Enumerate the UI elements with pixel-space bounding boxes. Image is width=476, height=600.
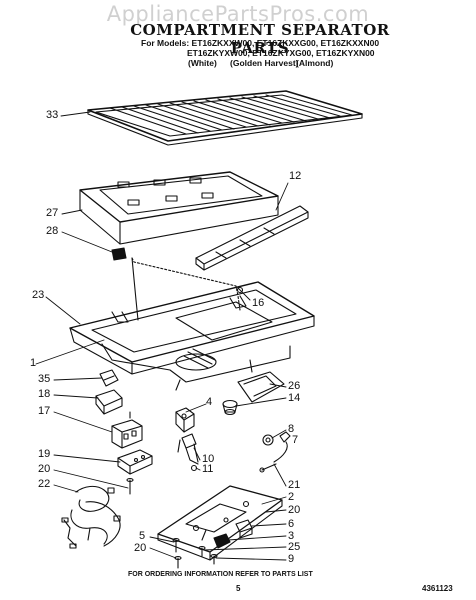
color-almond: (Almond) [296, 58, 334, 68]
part-28-clip [112, 248, 126, 260]
callout-3: 3 [288, 530, 295, 542]
callout-21: 21 [288, 479, 301, 491]
page-number: 5 [236, 584, 241, 593]
watermark: AppliancePartsPros.com [106, 2, 370, 26]
callout-2: 2 [288, 491, 295, 503]
lower-base-plate [158, 486, 282, 560]
callout-9: 9 [288, 553, 295, 565]
part-5-20-screws [173, 539, 181, 569]
part-20-screw-a [127, 479, 133, 495]
part-6-bracket [236, 520, 252, 538]
callout-19: 19 [38, 448, 51, 460]
models-line-1: For Models: ET16ZKXXW00, ET16ZKXXG00, ET… [141, 38, 380, 48]
callout-20-a: 20 [38, 463, 51, 475]
color-golden-harvest: (Golden Harvest) [230, 58, 299, 68]
callout-20-c: 20 [134, 542, 147, 554]
callout-10: 10 [202, 453, 215, 465]
part-17-control [112, 412, 142, 448]
callout-20-b: 20 [288, 504, 301, 516]
leader-lines [36, 112, 288, 560]
diagram-title: COMPARTMENT SEPARATOR PARTS [130, 21, 390, 57]
callout-6: 6 [288, 518, 295, 530]
callout-1: 1 [30, 357, 37, 369]
callout-4: 4 [206, 396, 213, 408]
part-27-tray [80, 172, 278, 244]
callout-35: 35 [38, 373, 51, 385]
part-16-wire [132, 258, 243, 320]
callout-16: 16 [252, 297, 265, 309]
part-35-clip [100, 370, 118, 386]
part-22-wiring-harness [62, 486, 120, 548]
part-12-rail [196, 206, 308, 270]
callout-11: 11 [202, 463, 214, 475]
callout-17: 17 [38, 405, 51, 417]
callout-18: 18 [38, 388, 51, 400]
part-26-pad [238, 372, 284, 402]
callout-26: 26 [288, 380, 301, 392]
color-white: (White) [188, 58, 217, 68]
callout-8: 8 [288, 423, 295, 435]
document-number: 4361123 [422, 584, 453, 593]
callout-12: 12 [289, 170, 302, 182]
models-line-2: ET16ZKYXW00, ET16ZKYXG00, ET16ZKYXN00 [187, 48, 375, 58]
part-3-connector [214, 534, 230, 548]
ordering-notice: FOR ORDERING INFORMATION REFER TO PARTS … [128, 571, 313, 578]
part-25-9-screws [199, 547, 217, 565]
part-10-11-damper [178, 434, 198, 471]
callout-23: 23 [32, 289, 45, 301]
callout-14: 14 [288, 392, 301, 404]
part-33-cover-grille [88, 91, 362, 145]
callout-22: 22 [38, 478, 51, 490]
callout-25: 25 [288, 541, 301, 553]
part-19-terminal [118, 450, 152, 474]
part-8-7-sensor [260, 432, 290, 472]
callout-28: 28 [46, 225, 59, 237]
part-23-separator-tray [70, 282, 314, 390]
part-14-grommet [223, 401, 237, 415]
callout-5: 5 [139, 530, 146, 542]
callout-7: 7 [292, 434, 299, 446]
part-18-component [96, 390, 122, 414]
callout-33: 33 [46, 109, 59, 121]
part-4-thermostat [176, 408, 194, 432]
callout-27: 27 [46, 207, 59, 219]
